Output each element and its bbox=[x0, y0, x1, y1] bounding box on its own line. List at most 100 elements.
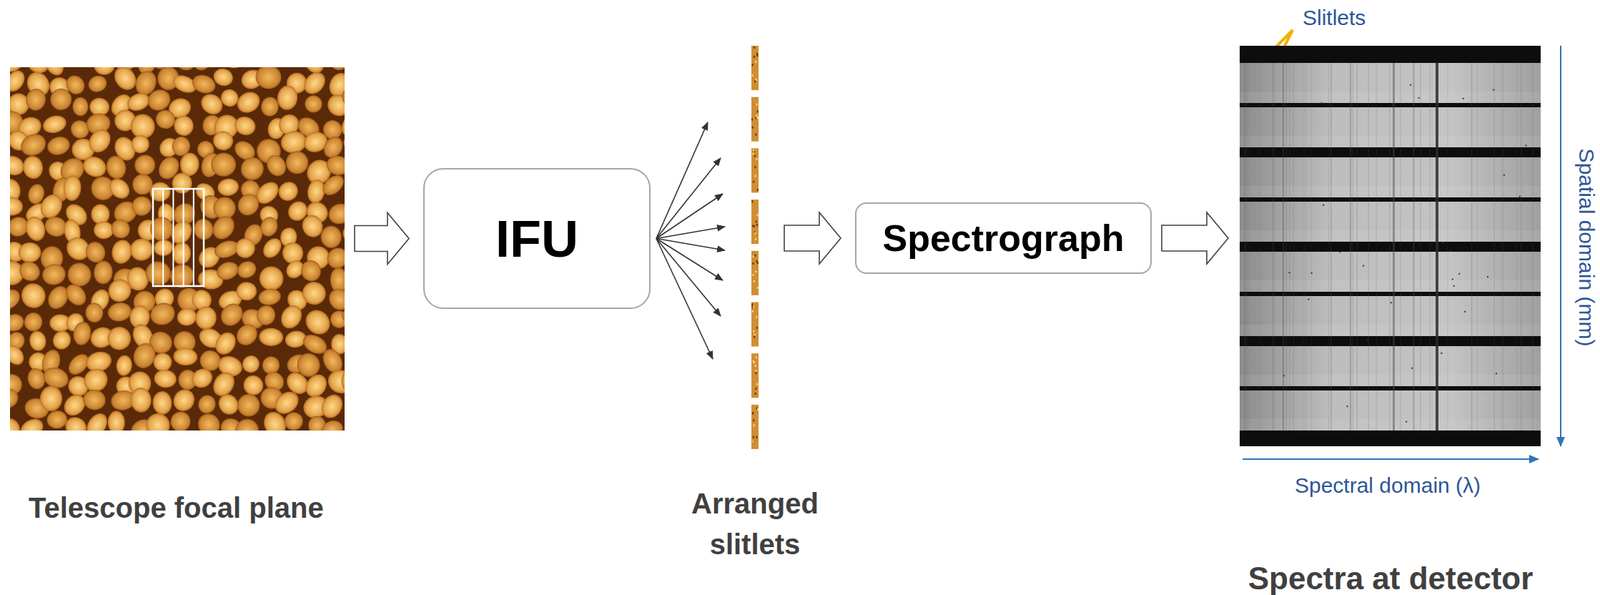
granule bbox=[10, 384, 23, 412]
fan-arrow bbox=[656, 238, 713, 360]
node-text: Telescope focal plane bbox=[10, 490, 347, 525]
granule bbox=[71, 320, 93, 347]
dust-speck bbox=[1283, 374, 1285, 377]
granule bbox=[39, 385, 63, 412]
granule bbox=[49, 327, 74, 353]
slitlet-speck bbox=[753, 46, 755, 49]
faint-line bbox=[1431, 62, 1433, 431]
block-arrow bbox=[1161, 212, 1229, 264]
slitlet-speck bbox=[752, 436, 755, 439]
granule bbox=[318, 417, 345, 431]
faint-line bbox=[1516, 62, 1518, 431]
slitlet-speck bbox=[752, 255, 755, 258]
granule bbox=[171, 112, 196, 138]
slitlet-strip bbox=[751, 302, 759, 347]
slitlet-speck bbox=[752, 225, 754, 228]
spectral-axis-arrow bbox=[1242, 458, 1539, 460]
slitlet-speck bbox=[752, 149, 755, 152]
granule bbox=[80, 152, 110, 181]
faint-line bbox=[1494, 62, 1496, 431]
slitlet-speck bbox=[755, 356, 758, 359]
slitlet-speck bbox=[754, 387, 757, 390]
figure-node: Telescope focal plane bbox=[10, 67, 347, 525]
faint-line bbox=[1376, 62, 1378, 431]
flow-connector bbox=[784, 212, 841, 264]
spatial-axis-arrow bbox=[1559, 45, 1562, 447]
granule bbox=[337, 110, 345, 140]
granule bbox=[189, 67, 216, 74]
granule bbox=[343, 178, 345, 206]
granule bbox=[318, 171, 345, 200]
granule bbox=[107, 410, 126, 431]
dust-speck bbox=[1453, 285, 1455, 287]
granule bbox=[10, 341, 28, 369]
granule bbox=[170, 240, 192, 266]
granule bbox=[104, 153, 129, 181]
granule bbox=[233, 189, 264, 220]
granule bbox=[103, 323, 135, 354]
slitlet-speck bbox=[754, 270, 757, 273]
granule bbox=[300, 305, 336, 340]
granule bbox=[326, 200, 345, 228]
fan-arrow bbox=[656, 226, 725, 239]
faint-line bbox=[1245, 62, 1247, 431]
faint-line bbox=[1349, 62, 1352, 431]
granule bbox=[81, 388, 108, 412]
slitlet-speck bbox=[756, 223, 758, 226]
slitlet-speck bbox=[754, 364, 757, 367]
faint-line bbox=[1413, 62, 1415, 431]
slitlet-speck bbox=[751, 118, 753, 121]
granule bbox=[173, 346, 199, 367]
granule bbox=[130, 134, 151, 154]
slitlet-strip bbox=[751, 147, 759, 193]
slitlet-speck bbox=[757, 408, 759, 411]
faint-line bbox=[1328, 62, 1330, 431]
granule bbox=[213, 258, 241, 284]
dust-speck bbox=[1311, 272, 1313, 274]
granule bbox=[341, 306, 345, 326]
slitlet-speck bbox=[752, 411, 754, 414]
axis-label: Spectral domain (λ) bbox=[1294, 473, 1481, 498]
granule bbox=[324, 284, 345, 315]
slitlet-strips bbox=[751, 45, 759, 449]
granule bbox=[258, 327, 284, 347]
granule bbox=[21, 154, 45, 181]
slitlet-speck bbox=[752, 152, 755, 155]
granule bbox=[195, 392, 219, 416]
faint-line bbox=[1502, 62, 1505, 431]
granule bbox=[232, 320, 262, 350]
slitlet-speck bbox=[757, 286, 759, 289]
granule bbox=[127, 235, 156, 264]
faint-line bbox=[1304, 62, 1307, 431]
granule bbox=[128, 193, 155, 219]
slitlet-speck bbox=[752, 74, 754, 77]
slitlet-speck bbox=[753, 225, 755, 228]
slitlet-speck bbox=[752, 305, 755, 309]
slice-line bbox=[162, 188, 164, 286]
granule bbox=[27, 329, 48, 352]
slitlet-speck bbox=[752, 440, 755, 443]
granulation-background bbox=[10, 67, 345, 431]
faint-line bbox=[1330, 62, 1332, 431]
granule bbox=[235, 152, 269, 185]
detector-background bbox=[1239, 45, 1541, 447]
granule bbox=[236, 393, 261, 418]
granule bbox=[283, 410, 305, 431]
faint-line bbox=[1302, 62, 1305, 431]
dust-speck bbox=[1525, 145, 1528, 147]
slitlet-speck bbox=[756, 103, 758, 106]
faint-line bbox=[1520, 62, 1523, 431]
granule bbox=[260, 95, 280, 117]
granule bbox=[343, 262, 345, 286]
slitlet-speck bbox=[753, 336, 755, 339]
slitlet-speck bbox=[754, 333, 756, 336]
slice-line bbox=[193, 188, 195, 286]
slitlet-speck bbox=[754, 175, 757, 178]
granule bbox=[22, 213, 48, 244]
granule bbox=[40, 112, 68, 136]
granule bbox=[317, 391, 345, 422]
slitlet-speck bbox=[756, 157, 758, 161]
dust-speck bbox=[1322, 204, 1325, 206]
granule bbox=[216, 177, 241, 198]
absorption-line bbox=[1282, 62, 1285, 431]
